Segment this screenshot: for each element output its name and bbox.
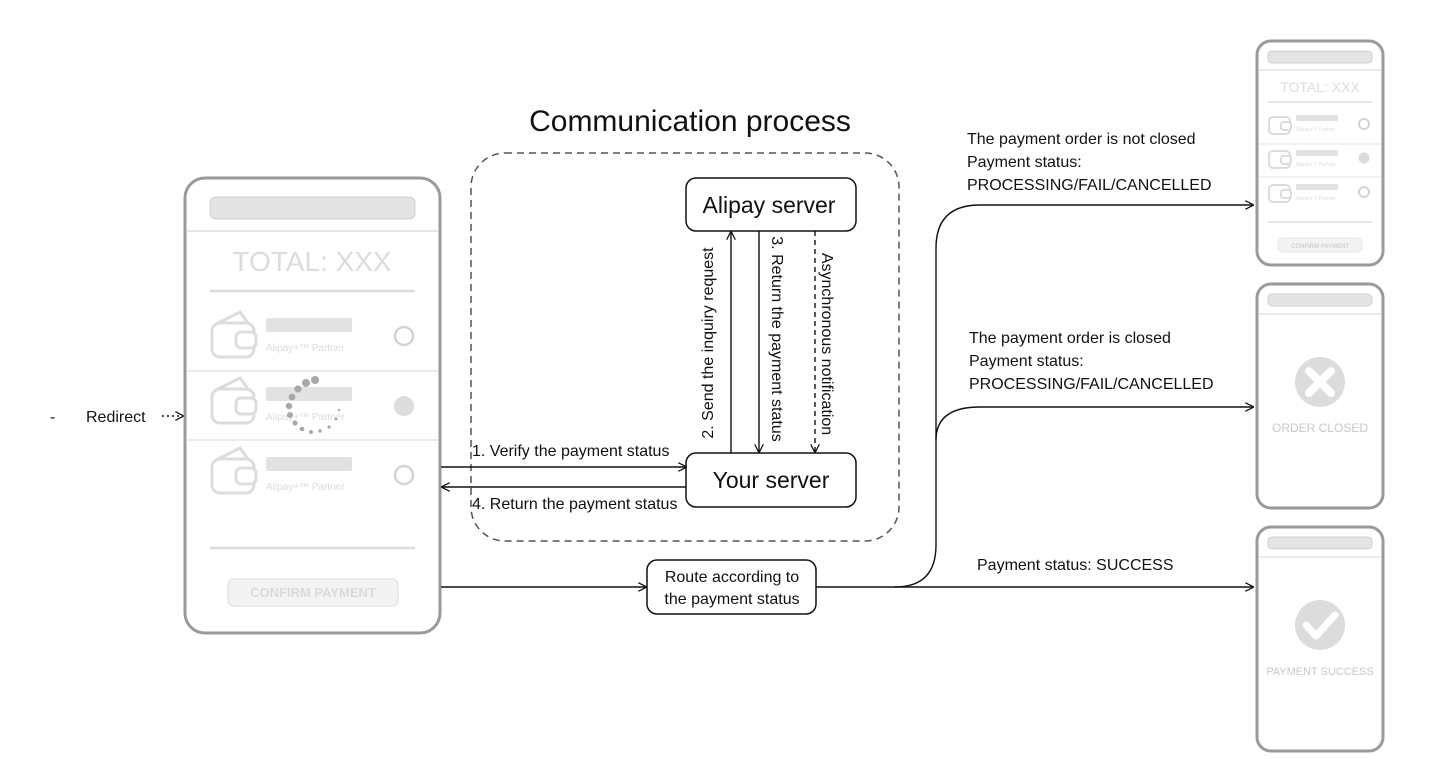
redirect-dash: - xyxy=(50,409,55,426)
your-server-label: Your server xyxy=(713,467,830,493)
phone-pending-confirm-button: CONFIRM PAYMENT xyxy=(1291,244,1349,250)
phone-main-partner-2: Alipay+™ Partner xyxy=(266,412,345,423)
redirect-label: Redirect xyxy=(86,409,146,426)
phone-main-partner-1: Alipay+™ Partner xyxy=(266,343,345,354)
not-closed-label-3: PROCESSING/FAIL/CANCELLED xyxy=(967,177,1212,194)
phone-main-partner-3: Alipay+™ Partner xyxy=(266,482,345,493)
check-circle-icon xyxy=(1295,600,1345,650)
phone-pending-option-3: Alipay+™ Partner xyxy=(1268,184,1370,203)
step-2-label: 2. Send the inquiry request xyxy=(700,247,717,439)
phone-pending-partner-3: Alipay+™ Partner xyxy=(1296,196,1336,202)
diagram-title: Communication process xyxy=(529,105,851,138)
closed-label-1: The payment order is closed xyxy=(969,330,1171,347)
phone-main-option-1: Alipay+™ Partner xyxy=(210,310,415,359)
route-label-line-2: the payment status xyxy=(664,591,799,608)
phone-pending-total: TOTAL: XXX xyxy=(1280,79,1360,95)
loading-spinner-icon xyxy=(285,376,341,434)
phone-pending-option-2: Alipay+™ Partner xyxy=(1268,150,1370,169)
phone-main: TOTAL: XXX Alipay+™ Partner Alipay+™ Par… xyxy=(183,176,442,635)
route-label-line-1: Route according to xyxy=(665,569,799,586)
async-notification-label: Asynchronous notification xyxy=(818,253,835,435)
closed-label-3: PROCESSING/FAIL/CANCELLED xyxy=(969,376,1214,393)
step-4-label: 4. Return the payment status xyxy=(472,496,677,513)
payment-success-label: PAYMENT SUCCESS xyxy=(1266,666,1374,678)
your-server-node xyxy=(685,452,857,508)
phone-main-confirm-button: CONFIRM PAYMENT xyxy=(250,585,376,600)
phone-main-option-2: Alipay+™ Partner xyxy=(210,376,414,425)
alipay-server-node xyxy=(685,177,857,232)
not-closed-path xyxy=(816,205,1253,588)
success-label: Payment status: SUCCESS xyxy=(977,557,1174,574)
not-closed-label-2: Payment status: xyxy=(967,154,1082,171)
phone-pending: TOTAL: XXX Alipay+™ Partner Alipay+™ Par… xyxy=(1255,39,1385,267)
phone-main-option-3: Alipay+™ Partner xyxy=(210,446,415,495)
step-1-label: 1. Verify the payment status xyxy=(472,443,669,460)
phone-success: PAYMENT SUCCESS xyxy=(1255,525,1385,753)
phone-pending-partner-2: Alipay+™ Partner xyxy=(1296,162,1336,168)
closed-path xyxy=(935,407,1253,441)
not-closed-label-1: The payment order is not closed xyxy=(967,131,1196,148)
phone-main-total: TOTAL: XXX xyxy=(232,246,392,277)
order-closed-label: ORDER CLOSED xyxy=(1272,421,1368,435)
alipay-server-label: Alipay server xyxy=(703,192,836,218)
phone-pending-option-1: Alipay+™ Partner xyxy=(1268,115,1370,135)
step-3-label: 3. Return the payment status xyxy=(768,236,785,441)
closed-label-2: Payment status: xyxy=(969,353,1084,370)
process-boundary xyxy=(470,152,900,542)
close-circle-icon xyxy=(1295,357,1345,407)
phone-closed: ORDER CLOSED xyxy=(1255,282,1385,510)
phone-pending-partner-1: Alipay+™ Partner xyxy=(1296,127,1336,133)
